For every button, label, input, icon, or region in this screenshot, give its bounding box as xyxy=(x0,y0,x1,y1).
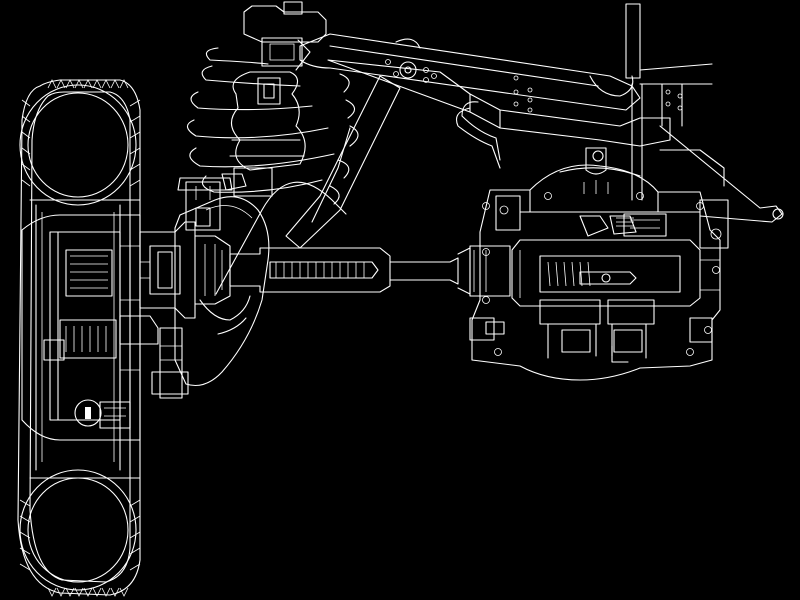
tread-tooth xyxy=(84,588,92,596)
tread-tooth xyxy=(20,564,30,570)
bolt xyxy=(483,249,490,256)
tire-outline xyxy=(18,80,140,595)
tread-tooth xyxy=(48,588,56,596)
brake-line xyxy=(457,102,501,168)
tread-tooth xyxy=(57,588,65,596)
tread-tooth xyxy=(130,180,140,186)
tread-tooth xyxy=(130,532,140,538)
tread-tooth xyxy=(66,588,74,596)
bolt xyxy=(483,203,490,210)
tread-tooth xyxy=(22,100,30,106)
lower-link xyxy=(216,76,400,294)
bolt xyxy=(687,349,694,356)
tread-tooth xyxy=(130,100,140,106)
bolt xyxy=(697,203,704,210)
tread-tooth xyxy=(75,80,83,88)
shock-absorber-body xyxy=(222,72,305,196)
tread-tooth xyxy=(93,80,101,88)
tread-tooth xyxy=(20,500,30,506)
wheel-assembly xyxy=(18,80,140,596)
differential-bolts xyxy=(483,193,720,356)
coil-over-shock xyxy=(187,2,358,204)
tread-tooth xyxy=(48,80,56,88)
tread-tooth xyxy=(120,588,128,596)
tread-tooth xyxy=(102,588,110,596)
differential-housing xyxy=(470,165,728,380)
frame-rail xyxy=(328,60,712,174)
tread-tooth xyxy=(130,500,140,506)
bolt xyxy=(713,267,720,274)
tread-tooth xyxy=(102,80,110,88)
wheel-rim xyxy=(20,85,140,590)
frame-upright xyxy=(626,4,783,222)
shock-mount-top xyxy=(244,2,326,70)
lower-ball-joint xyxy=(100,316,188,428)
tread-tooth xyxy=(111,80,119,88)
tread-tooth xyxy=(130,564,140,570)
bolt xyxy=(705,327,712,334)
inner-cv-joint xyxy=(458,246,510,296)
outer-cv-joint xyxy=(140,222,230,318)
tread-tooth xyxy=(22,180,30,186)
tire-tread-bottom xyxy=(20,500,140,596)
drive-shaft xyxy=(230,248,458,292)
tread-tooth xyxy=(93,588,101,596)
bolt xyxy=(637,193,644,200)
tread-tooth xyxy=(66,80,74,88)
tread-tooth xyxy=(130,148,140,154)
tread-tooth xyxy=(120,80,128,88)
tread-tooth xyxy=(75,588,83,596)
bolt xyxy=(545,193,552,200)
tread-tooth xyxy=(20,548,30,554)
bolt xyxy=(483,297,490,304)
upper-suspension-arm xyxy=(300,34,640,112)
steering-knuckle xyxy=(100,178,269,428)
tread-tooth xyxy=(111,588,119,596)
drive-axle-assembly xyxy=(140,222,510,318)
tread-tooth xyxy=(57,80,65,88)
bolt xyxy=(495,349,502,356)
wheel-hub xyxy=(22,215,140,440)
